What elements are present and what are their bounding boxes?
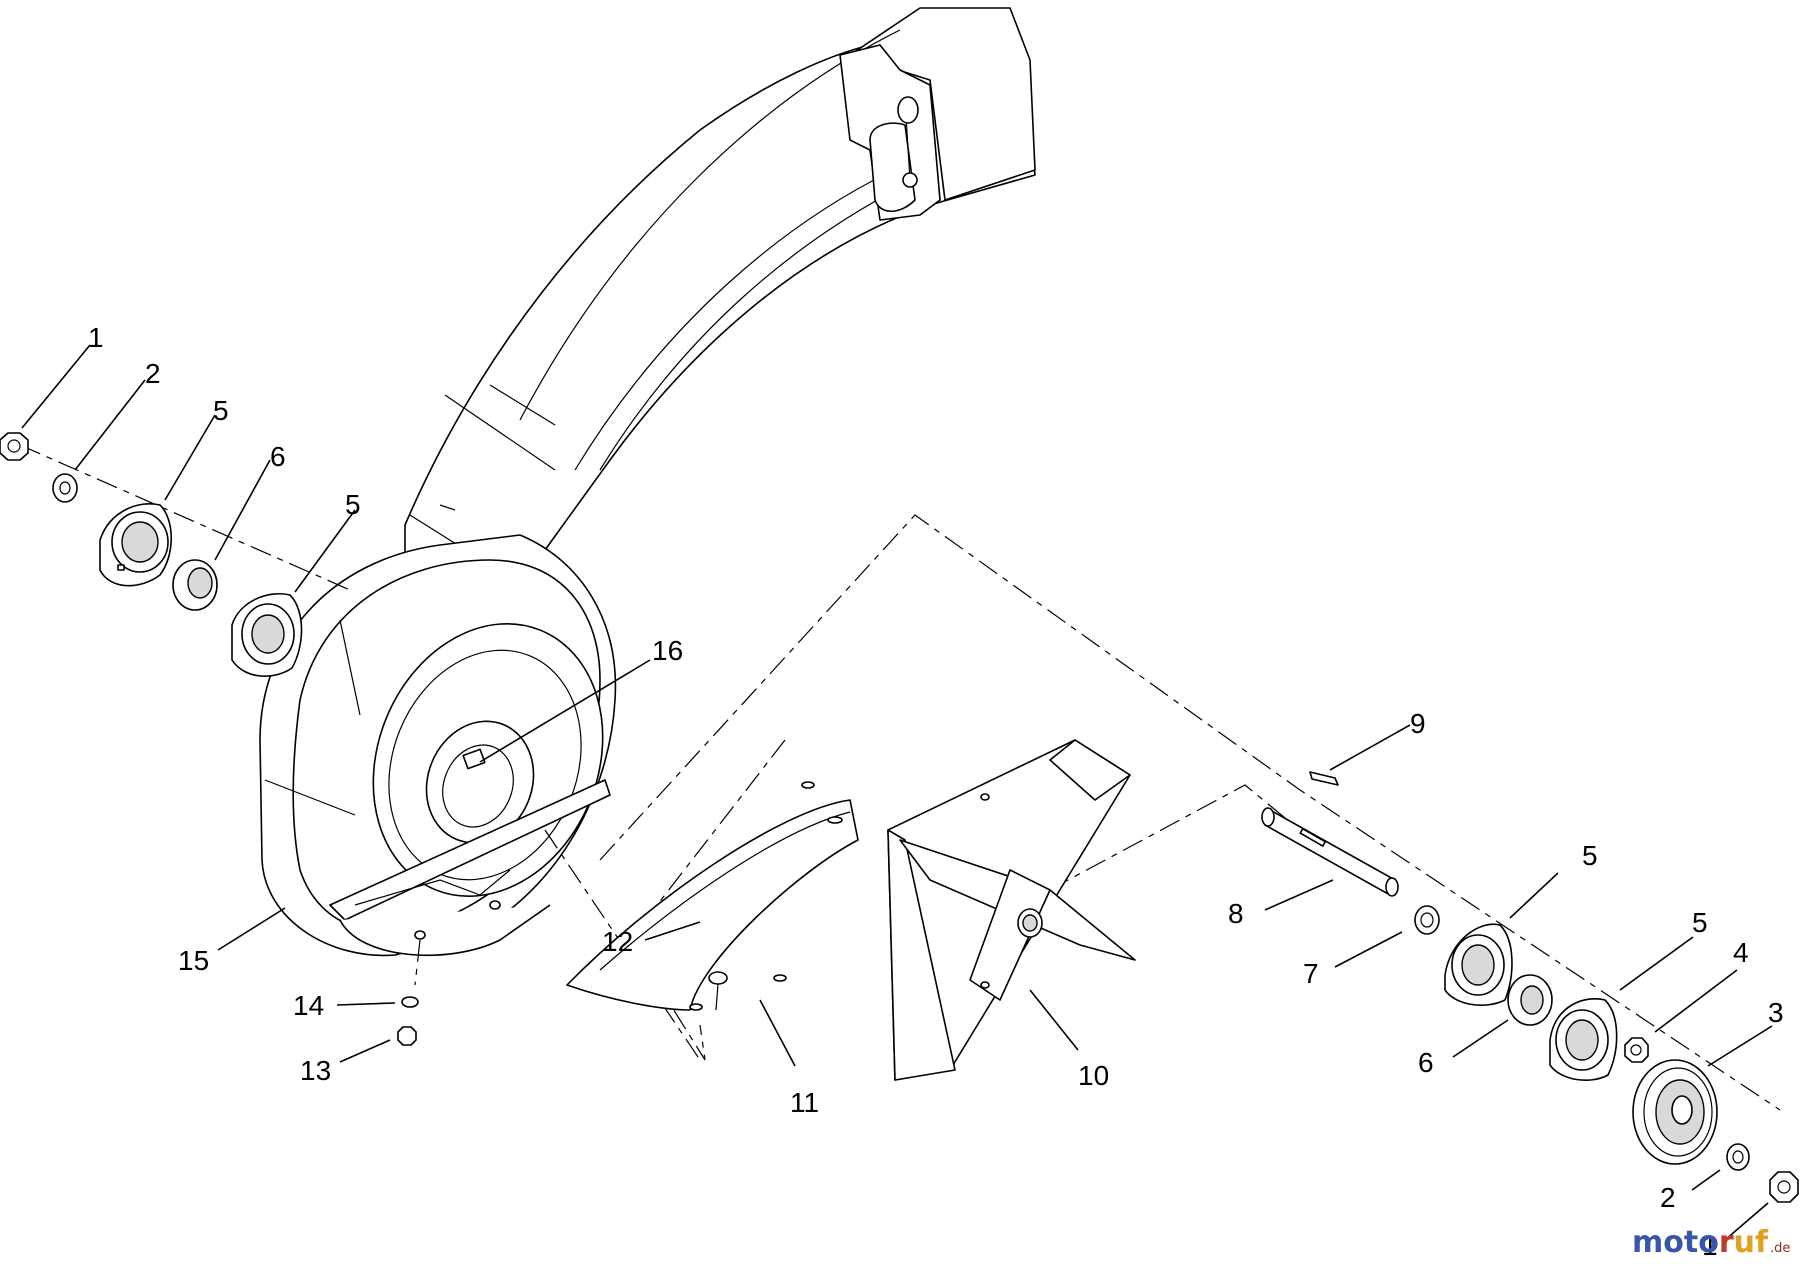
right-hardware bbox=[1414, 905, 1799, 1203]
callout-2-left: 2 bbox=[145, 358, 161, 389]
wm-suffix: .de bbox=[1770, 1241, 1790, 1256]
callout-16: 16 bbox=[652, 635, 683, 666]
callout-12: 12 bbox=[602, 926, 633, 957]
callout-5-right-inner: 5 bbox=[1692, 907, 1708, 938]
washer-small bbox=[401, 996, 419, 1008]
carriage-bolt bbox=[708, 971, 728, 1011]
bearing-flange-right-inner bbox=[1549, 998, 1618, 1081]
wm-letter-6: f bbox=[1755, 1225, 1769, 1260]
bearing-right bbox=[1507, 974, 1553, 1026]
callout-15: 15 bbox=[178, 945, 209, 976]
washer-left bbox=[52, 473, 78, 503]
callout-7: 7 bbox=[1303, 958, 1319, 989]
wm-letter-1: o bbox=[1663, 1225, 1684, 1260]
callout-14: 14 bbox=[293, 990, 324, 1021]
bearing-left bbox=[172, 559, 218, 611]
impeller-housing bbox=[259, 7, 1036, 957]
impeller bbox=[887, 739, 1136, 1081]
bearing-flange-left-inner bbox=[231, 593, 303, 677]
callout-13: 13 bbox=[300, 1055, 331, 1086]
callout-4: 4 bbox=[1733, 937, 1749, 968]
callout-3: 3 bbox=[1768, 997, 1784, 1028]
hex-nut-left bbox=[0, 432, 29, 461]
shaft-key bbox=[1309, 771, 1339, 786]
svg-text:motoruf: motoruf bbox=[1632, 1225, 1769, 1260]
nut-small bbox=[397, 1026, 417, 1046]
pulley bbox=[1632, 1059, 1718, 1165]
wm-letter-4: r bbox=[1719, 1225, 1734, 1260]
callout-5-left-outer: 5 bbox=[213, 395, 229, 426]
bearing-flange-right-outer bbox=[1444, 923, 1513, 1006]
callout-2-right: 2 bbox=[1660, 1182, 1676, 1213]
hex-nut-right bbox=[1769, 1171, 1799, 1203]
wm-letter-0: m bbox=[1632, 1225, 1663, 1260]
spacer bbox=[1414, 905, 1440, 935]
scraper-blade bbox=[566, 781, 859, 1011]
watermark-logo: motoruf .de bbox=[1632, 1225, 1790, 1260]
wm-letter-2: t bbox=[1684, 1225, 1698, 1260]
lock-nut bbox=[1624, 1037, 1649, 1063]
callout-11: 11 bbox=[790, 1087, 819, 1118]
callout-6-left: 6 bbox=[270, 441, 286, 472]
washer-right bbox=[1726, 1143, 1750, 1171]
callout-8: 8 bbox=[1228, 898, 1244, 929]
bearing-flange-left-outer bbox=[99, 503, 173, 587]
callout-5-left-inner: 5 bbox=[345, 489, 361, 520]
leader-lines bbox=[21, 344, 1773, 1241]
wm-letter-5: u bbox=[1734, 1225, 1755, 1260]
left-hardware bbox=[0, 432, 303, 677]
callout-labels: 1 2 5 6 5 16 15 14 13 12 11 10 9 8 7 5 5… bbox=[88, 322, 1784, 1261]
callout-6-right: 6 bbox=[1418, 1047, 1434, 1078]
wm-letter-3: o bbox=[1698, 1225, 1719, 1260]
impeller-shaft bbox=[1261, 807, 1399, 897]
callout-9: 9 bbox=[1410, 708, 1426, 739]
callout-10: 10 bbox=[1078, 1060, 1109, 1091]
bottom-hardware bbox=[397, 996, 419, 1046]
callout-1-right: 1 bbox=[1702, 1230, 1718, 1261]
callout-5-right-outer: 5 bbox=[1582, 840, 1598, 871]
callout-1-left: 1 bbox=[88, 322, 104, 353]
